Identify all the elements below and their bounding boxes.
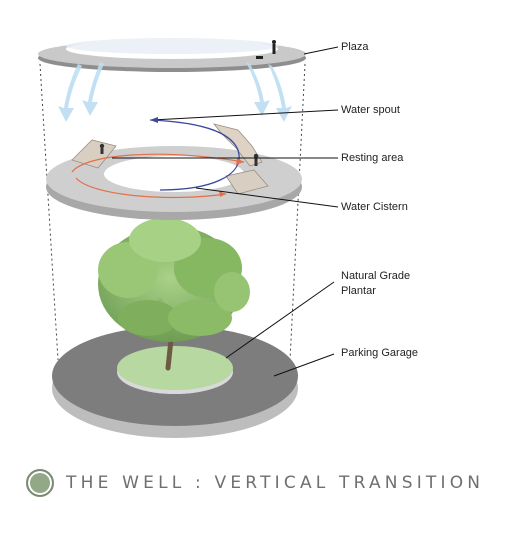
water-flow-arrows — [58, 62, 292, 122]
label-water-spout: Water spout — [341, 104, 400, 116]
plaza-level — [38, 38, 306, 72]
title-row: THE WELL : VERTICAL TRANSITION — [26, 468, 484, 498]
callout-leaders — [112, 46, 339, 377]
diagram-title: THE WELL : VERTICAL TRANSITION — [66, 473, 485, 493]
label-water-cistern: Water Cistern — [341, 201, 408, 213]
label-natural-grade-line2: Plantar — [341, 285, 376, 297]
resting-area-level — [46, 119, 302, 220]
water-spout-arrowhead — [150, 117, 158, 123]
circle-badge-icon — [26, 469, 54, 497]
label-plaza: Plaza — [341, 41, 369, 53]
tree — [98, 218, 250, 371]
label-resting-area: Resting area — [341, 152, 404, 164]
parking-garage-level — [52, 326, 298, 438]
label-parking-garage: Parking Garage — [341, 347, 419, 359]
label-natural-grade-line1: Natural Grade — [341, 270, 411, 282]
